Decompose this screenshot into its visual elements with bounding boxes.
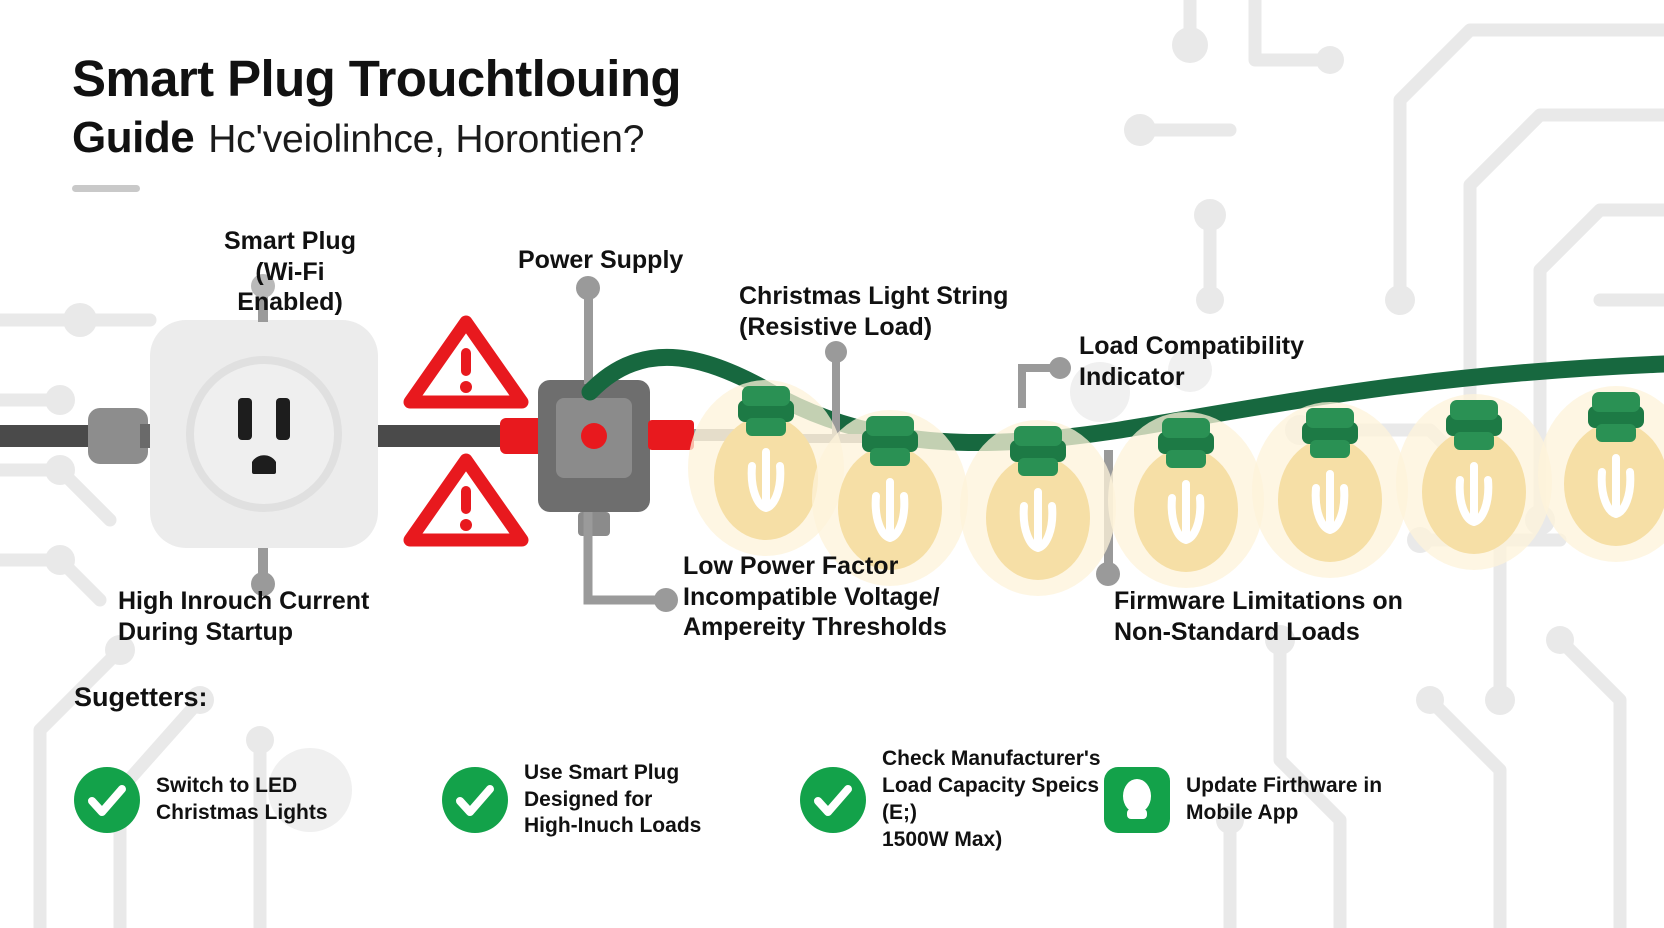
light-bulb-icon <box>1108 412 1264 588</box>
warning-triangle-bottom <box>403 453 529 547</box>
light-bulb-icon <box>688 380 844 556</box>
label-firmware-limitations: Firmware Limitations on Non-Standard Loa… <box>1114 587 1403 646</box>
suggestion-item: Check Manufacturer's Load Capacity Speic… <box>800 740 1104 860</box>
light-bulb-icon <box>1538 386 1664 562</box>
suggestion-item: Update Firthware in Mobile App <box>1104 740 1434 860</box>
label-power-supply: Power Supply <box>518 246 684 274</box>
suggestion-text: Check Manufacturer's Load Capacity Speic… <box>882 747 1101 851</box>
check-circle-icon <box>74 767 140 833</box>
light-bulb-icon <box>1252 402 1408 578</box>
label-inrush-current: High Inrouch Current During Startup <box>118 587 370 646</box>
page-subtitle: Hc'veiolinhce, Horontien? <box>208 117 645 161</box>
label-load-compatibility-indicator: Load Compatibility Indicator <box>1079 332 1304 391</box>
title-underline-rule <box>72 184 140 192</box>
page-title: Smart Plug Trouchtlouing <box>72 50 682 107</box>
label-christmas-light-string: Christmas Light String (Resistive Load) <box>739 282 1009 341</box>
suggestion-text: Use Smart Plug Designed for High-Inuch L… <box>524 760 702 838</box>
suggestions-heading: Sugetters: <box>74 682 208 712</box>
suggestion-text: Switch to LED Christmas Lights <box>156 774 328 824</box>
light-bulb-icon <box>1396 394 1552 570</box>
mobile-app-icon <box>1104 767 1170 833</box>
warning-triangle-top <box>403 315 529 409</box>
label-low-power-factor: Low Power Factor Incompatible Voltage/ A… <box>683 552 947 641</box>
light-bulb-icon <box>812 410 968 586</box>
header: Smart Plug Trouchtlouing Guide Hc'veioli… <box>72 50 682 192</box>
suggestion-item: Switch to LED Christmas Lights <box>74 740 442 860</box>
suggestions-list: Switch to LED Christmas Lights Use Smart… <box>74 740 1594 860</box>
suggestion-item: Use Smart Plug Designed for High-Inuch L… <box>442 740 800 860</box>
check-circle-icon <box>442 767 508 833</box>
suggestion-text: Update Firthware in Mobile App <box>1186 774 1383 824</box>
page-title-guide: Guide <box>72 112 195 162</box>
light-bulb-icon <box>960 420 1116 596</box>
check-circle-icon <box>800 767 866 833</box>
label-smart-plug: Smart Plug (Wi-Fi Enabled) <box>224 227 356 316</box>
